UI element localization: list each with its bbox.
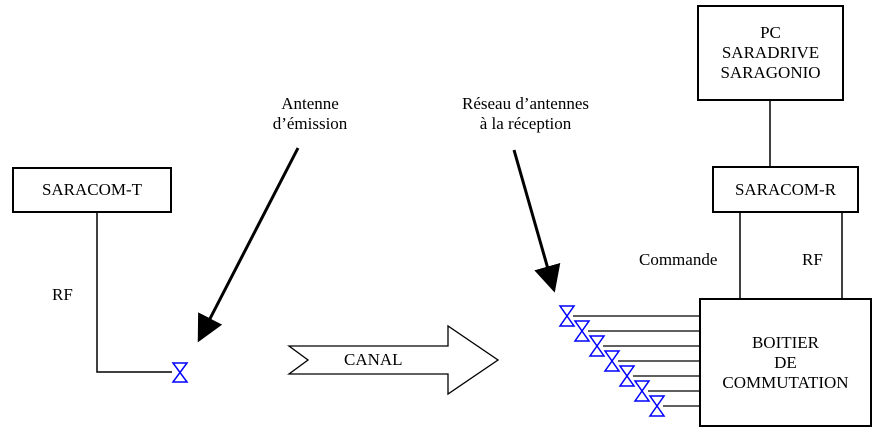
receive-antenna-array-icon — [558, 305, 666, 417]
antenne-emission-line-2: d’émission — [272, 114, 348, 133]
saracom-t-label: SARACOM-T — [41, 180, 143, 199]
arrow-antenne-emission — [197, 147, 300, 343]
commande-label: Commande — [639, 250, 718, 269]
pc-box-line-3: SARAGONIO — [720, 63, 821, 82]
boitier-line-1: BOITIER — [751, 332, 820, 352]
saracom-t-box: SARACOM-T — [12, 167, 172, 213]
reseau-reception-line-1: Réseau d’antennes — [462, 94, 589, 113]
reseau-reception-label: Réseau d’antennes à la réception — [438, 94, 613, 134]
boitier-line-3: COMMUTATION — [722, 372, 849, 392]
boitier-line-2: DE — [774, 352, 797, 372]
pc-box: PC SARADRIVE SARAGONIO — [697, 5, 844, 101]
saracom-r-box: SARACOM-R — [712, 166, 859, 213]
antenna-feed-lines — [573, 315, 700, 407]
reseau-reception-line-2: à la réception — [479, 114, 572, 133]
rf-right-label: RF — [802, 250, 823, 269]
rf-line-transmit — [96, 212, 172, 373]
boitier-box: BOITIER DE COMMUTATION — [699, 298, 872, 427]
antenne-emission-label: Antenne d’émission — [250, 94, 370, 134]
canal-label: CANAL — [344, 350, 403, 369]
antenne-emission-line-1: Antenne — [281, 94, 339, 113]
pc-box-line-2: SARADRIVE — [721, 43, 820, 62]
saracom-r-label: SARACOM-R — [734, 179, 837, 199]
transmit-antenna-icon — [171, 362, 189, 383]
rf-left-label: RF — [52, 285, 73, 304]
arrow-reseau-reception — [512, 149, 561, 293]
canal-arrow — [287, 324, 500, 396]
pc-box-line-1: PC — [760, 23, 781, 42]
